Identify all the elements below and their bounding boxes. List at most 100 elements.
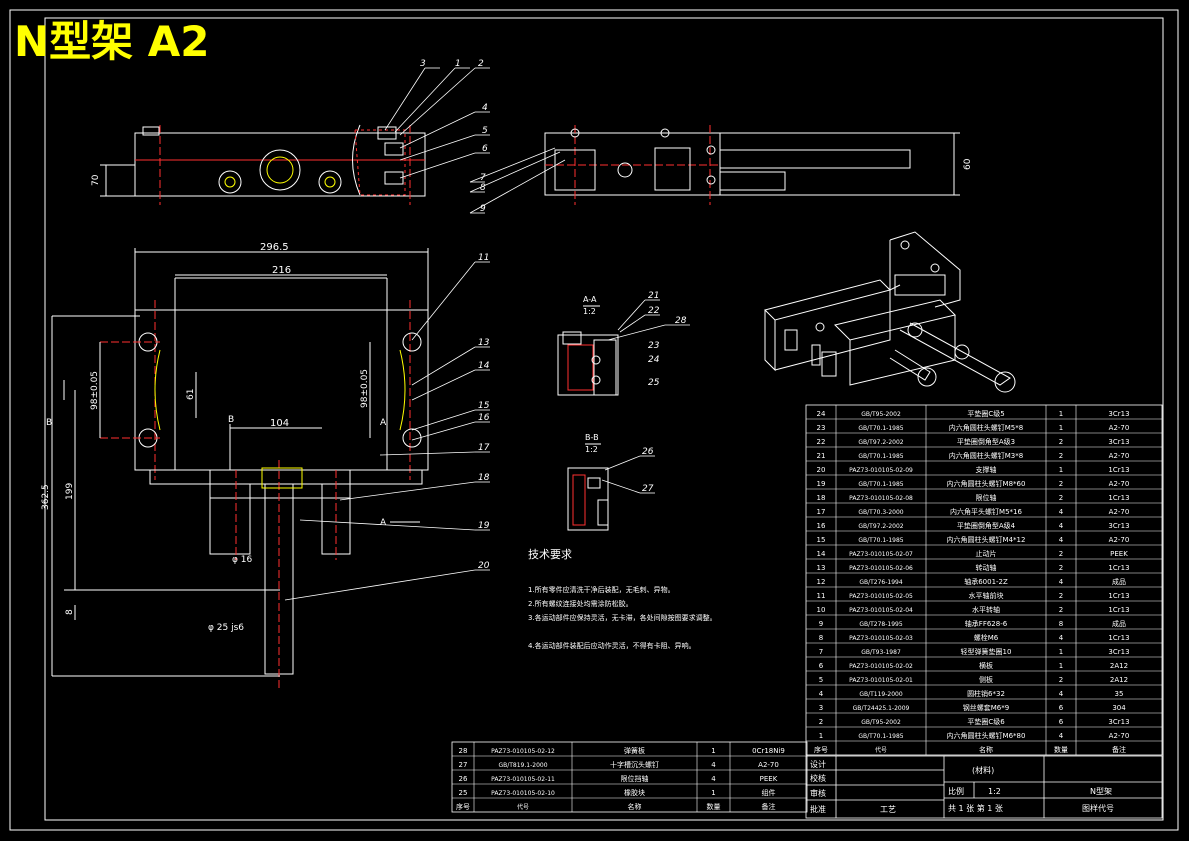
tb-design: 设计 <box>810 759 826 769</box>
table-cell: 1Cr13 <box>1108 634 1129 642</box>
table-cell: 21 <box>817 452 826 460</box>
table-header-cell: 数量 <box>707 802 721 811</box>
tb-review: 审核 <box>810 788 826 798</box>
table-cell: 22 <box>817 438 826 446</box>
table-cell: 2 <box>1059 564 1063 572</box>
table-cell: 水平转轴 <box>972 605 1000 614</box>
top-view-right <box>544 125 960 205</box>
table-cell: 12 <box>817 578 826 586</box>
table-cell: 横板 <box>979 661 993 670</box>
table-cell: 24 <box>817 410 826 418</box>
section-mark-B2: B <box>228 415 234 425</box>
outer-border <box>9 9 1179 831</box>
table-cell: 1Cr13 <box>1108 564 1129 572</box>
callout-24: 24 <box>648 355 660 365</box>
table-cell: GB/T70.1-1985 <box>858 481 903 488</box>
table-cell: GB/T24425.1-2009 <box>853 705 910 712</box>
table-cell: GB/T70.1-1985 <box>858 453 903 460</box>
table-cell: 平垫圈C级5 <box>967 409 1004 418</box>
callout-14: 14 <box>478 361 490 371</box>
table-cell: 14 <box>817 550 826 558</box>
table-cell: 2 <box>1059 480 1063 488</box>
table-cell: PAZ73-010105-02-12 <box>491 748 555 755</box>
table-header-cell: 代号 <box>517 803 529 811</box>
dim-8: 8 <box>65 609 75 615</box>
table-cell: 19 <box>817 480 826 488</box>
table-cell: 1Cr13 <box>1108 494 1129 502</box>
table-cell: 4 <box>711 761 716 769</box>
section-bb-scale: 1:2 <box>585 445 598 454</box>
tech-item-2: 2.所有螺纹连接处均需涂防松胶。 <box>528 599 633 608</box>
table-cell: GB/T95-2002 <box>861 719 901 726</box>
table-header-cell: 备注 <box>1112 745 1126 754</box>
callout-17: 17 <box>478 443 490 453</box>
table-cell: 3Cr13 <box>1108 648 1129 656</box>
dim-98-left: 98±0.05 <box>90 371 100 410</box>
table-cell: 转动轴 <box>976 563 997 572</box>
callout-27: 27 <box>642 484 654 494</box>
table-cell: A2-70 <box>1109 480 1130 488</box>
table-cell: 6 <box>1059 704 1064 712</box>
tb-sheets: 共 1 张 第 1 张 <box>948 803 1003 813</box>
callout-1: 1 <box>455 59 461 69</box>
callout-9: 9 <box>480 204 486 214</box>
table-cell: 0Cr18Ni9 <box>752 747 785 755</box>
callout-20: 20 <box>478 561 490 571</box>
table-cell: 成品 <box>1112 619 1126 628</box>
table-cell: PAZ73-010105-02-02 <box>849 663 913 670</box>
table-header-cell: 序号 <box>814 745 828 754</box>
table-cell: 平垫圈倒角型A级3 <box>957 437 1015 446</box>
table-cell: 2 <box>1059 438 1063 446</box>
section-aa-view <box>557 331 619 396</box>
callout-25: 25 <box>648 378 660 388</box>
callout-26: 26 <box>642 447 654 457</box>
table-cell: 限位挡轴 <box>621 774 649 783</box>
table-frame <box>451 741 808 813</box>
table-cell: 28 <box>459 747 468 755</box>
table-cell: 2 <box>1059 494 1063 502</box>
table-cell: 8 <box>1059 620 1063 628</box>
table-cell: 1 <box>1059 424 1063 432</box>
table-cell: 304 <box>1112 704 1126 712</box>
top-view-left <box>100 124 426 205</box>
table-cell: 2 <box>1059 606 1063 614</box>
table-cell: 内六角圆柱头螺钉M5*8 <box>949 423 1023 432</box>
table-cell: GB/T278-1995 <box>859 621 903 628</box>
tech-item-4: 4.各运动部件装配后应动作灵活，不得有卡阻、异响。 <box>528 641 696 650</box>
table-cell: 2A12 <box>1110 676 1128 684</box>
table-cell: 内六角圆柱头螺钉M6*80 <box>947 731 1026 740</box>
table-cell: 组件 <box>762 788 776 797</box>
table-cell: 4 <box>711 775 716 783</box>
dim-362: 362.5 <box>41 484 51 510</box>
table-cell: 2 <box>819 718 823 726</box>
table-cell: 15 <box>817 536 826 544</box>
table-cell: 26 <box>459 775 468 783</box>
dim-199: 199 <box>65 483 75 500</box>
table-cell: 2 <box>1059 550 1063 558</box>
dim-98-right: 98±0.05 <box>360 369 370 408</box>
dim-60: 60 <box>963 158 973 170</box>
table-cell: PEEK <box>760 775 778 783</box>
table-cell: 11 <box>817 592 826 600</box>
dim-296: 296.5 <box>260 242 289 253</box>
table-header-cell: 代号 <box>875 746 887 754</box>
table-cell: PAZ73-010105-02-09 <box>849 467 913 474</box>
table-cell: 4 <box>1059 508 1064 516</box>
table-cell: A2-70 <box>758 761 779 769</box>
table-cell: 内六角平头螺钉M5*16 <box>950 507 1022 516</box>
table-cell: 限位轴 <box>976 493 997 502</box>
table-cell: 止动片 <box>976 549 997 558</box>
table-cell: 支撑轴 <box>976 465 997 474</box>
table-cell: 1 <box>711 789 715 797</box>
table-cell: 水平轴前块 <box>969 591 1004 600</box>
table-cell: 27 <box>459 761 468 769</box>
table-frame <box>805 404 1163 756</box>
title-block-text: 设计 校核 审核 批准 工艺 (材料) 比例 1:2 N型架 共 1 张 第 1… <box>810 759 1114 814</box>
tech-item-3: 3.各运动部件应保持灵活，无卡滞，各处间隙按图要求调整。 <box>528 613 717 622</box>
table-cell: 17 <box>817 508 826 516</box>
table-cell: GB/T97.2-2002 <box>858 439 903 446</box>
callout-18: 18 <box>478 473 490 483</box>
callout-4: 4 <box>482 103 488 113</box>
table-cell: 1 <box>1059 466 1063 474</box>
